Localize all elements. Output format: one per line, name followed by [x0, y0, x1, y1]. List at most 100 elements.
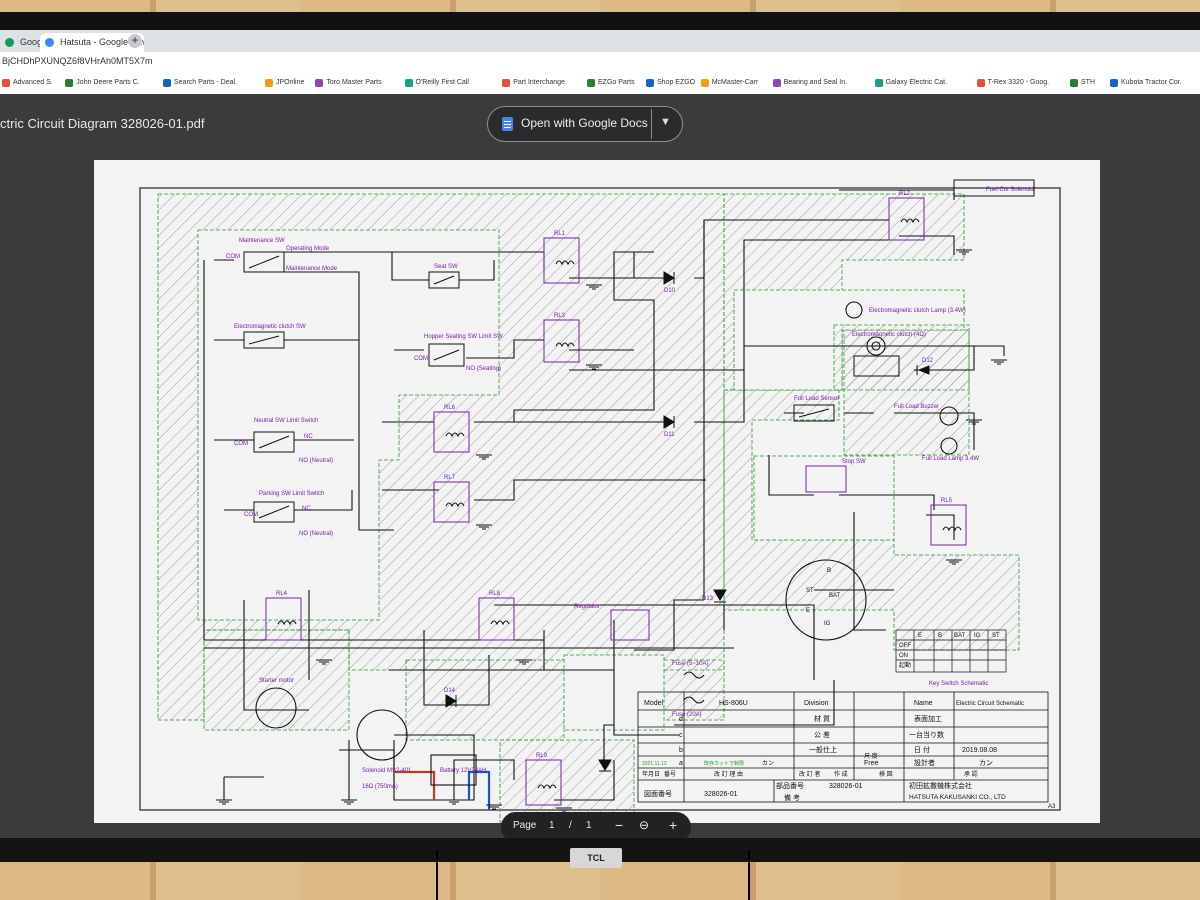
bookmark-icon: [1110, 79, 1118, 87]
full-load-buzzer: [939, 406, 959, 426]
diodes: [445, 271, 930, 772]
bookmark-item[interactable]: Shop EZGO: [646, 79, 695, 87]
page-current[interactable]: 1: [549, 820, 555, 831]
tb-col-scale: 尺 度: [864, 752, 878, 760]
bookmark-item[interactable]: JPOnline: [265, 79, 305, 87]
label-full-load-buzzer: Full Load Buzzer: [894, 404, 939, 410]
tb-date-label: 日 付: [914, 745, 930, 754]
tv-brand-logo: TCL: [570, 848, 622, 868]
key-row-off: OFF: [899, 643, 911, 649]
label-rl6: RL6: [444, 405, 456, 411]
bookmark-item[interactable]: McMaster-Carr: [700, 79, 758, 87]
bookmark-icon: [315, 79, 324, 87]
em-clutch-box: [853, 355, 900, 377]
schematic-labels: Maintenance SW Operating Mode Maintenanc…: [226, 187, 1056, 810]
bookmark-item[interactable]: Part Interchange: [502, 79, 565, 87]
bookmark-item[interactable]: Bearing and Seal In.: [772, 79, 847, 87]
label-st: ST: [806, 588, 814, 594]
label-b: B: [827, 568, 831, 574]
grounds: [216, 249, 1007, 813]
bookmark-label: Galaxy Electric Cat.: [885, 79, 948, 86]
bookmark-item[interactable]: John Deere Parts C.: [65, 79, 140, 87]
bookmark-item[interactable]: Advanced S.: [2, 79, 53, 87]
tb-company-jp: 初田拡撒機株式会社: [909, 781, 972, 790]
open-with-label: Open with Google Docs: [521, 116, 648, 130]
label-sheet-size: A3: [1048, 804, 1056, 810]
tb-division-label: Division: [804, 700, 829, 707]
label-d12: D12: [922, 358, 934, 364]
tb-col-made: 作 成: [834, 770, 848, 778]
label-regulator: Regulator: [574, 604, 600, 610]
key-switch-table: [895, 629, 1007, 673]
label-nc: NC: [302, 506, 311, 512]
bookmark-label: JPOnline: [276, 79, 305, 86]
tb-company-en: HATSUTA KAKUSANKI CO., LTD: [909, 794, 1006, 801]
zoom-reset-icon[interactable]: ⊖: [639, 818, 650, 832]
new-tab-button[interactable]: +: [128, 34, 142, 48]
cable: [436, 850, 438, 900]
bookmark-item[interactable]: Kubota Tractor Cor.: [1110, 79, 1182, 87]
parking-switch: [253, 501, 295, 523]
tb-rev-a: a: [679, 760, 683, 767]
label-fuse-1: Fuse (5~10A): [672, 661, 709, 667]
page-separator: /: [569, 820, 572, 831]
label-e: E: [806, 608, 810, 614]
bookmark-item[interactable]: EZGo Parts: [587, 79, 635, 87]
zoom-in-icon[interactable]: +: [669, 817, 678, 833]
divider: [651, 109, 652, 139]
switches: [243, 179, 1035, 523]
label-starter: Starter motor: [259, 678, 294, 684]
relay-rl7: [433, 481, 470, 523]
label-rl2: RL2: [899, 191, 911, 197]
label-com: COM: [244, 512, 258, 518]
address-bar[interactable]: BjCHDhPXUNQZ6f8VHrAh0MT5X7m: [0, 52, 1200, 75]
tb-drawing-no: 328026-01: [704, 791, 738, 798]
label-d14: D14: [444, 688, 456, 694]
tb-drawing-no-label: 図面番号: [644, 790, 672, 798]
page-total: 1: [586, 820, 592, 831]
tb-designer: カン: [979, 759, 993, 767]
label-seat-sw: Seat SW: [434, 264, 458, 270]
bookmark-item[interactable]: Search Parts - Deal.: [163, 79, 237, 87]
bookmark-item[interactable]: T-Rex 3320 - Goog.: [976, 79, 1049, 87]
relay-rl5: [930, 504, 967, 546]
label-em-clutch: Electromagnetic clutch (4Ω): [852, 332, 926, 338]
label-solenoid: Solenoid MS2-401: [362, 768, 412, 774]
label-full-load-lamp: Full Load Lamp 3.4W: [922, 456, 979, 462]
label-rl8: RL8: [489, 591, 501, 597]
relay-rl1: [543, 237, 580, 284]
tb-model-label: Model: [644, 700, 664, 707]
neutral-switch: [253, 431, 295, 453]
relay-rl6: [433, 411, 470, 453]
tab-label: Google Sheets: [20, 37, 56, 47]
label-battery: Battery 12V24AH: [440, 768, 486, 774]
fuse-2: [683, 696, 705, 704]
label-parking-sw: Parking SW Limit Switch: [259, 491, 324, 497]
diode-d15: [598, 759, 612, 771]
sheets-icon: [5, 38, 14, 47]
drive-icon: [45, 38, 54, 47]
tb-material: 材 質: [814, 714, 830, 723]
full-load-lamp: [940, 437, 958, 455]
zoom-out-icon[interactable]: −: [615, 817, 624, 833]
bookmark-item[interactable]: Toro Master Parts: [315, 79, 382, 87]
bookmark-label: Advanced S.: [13, 79, 53, 86]
tb-col-date: 年月日: [642, 770, 660, 778]
relay-rl2: [888, 197, 925, 241]
em-clutch-switch: [243, 331, 285, 349]
tb-surface: 表面加工: [914, 714, 942, 723]
bookmark-label: Part Interchange: [513, 79, 565, 86]
bookmark-item[interactable]: Galaxy Electric Cat.: [874, 79, 948, 87]
chevron-down-icon[interactable]: ▼: [660, 116, 671, 128]
circuit-schematic: Maintenance SW Operating Mode Maintenanc…: [139, 179, 1061, 823]
label-rl3: RL3: [554, 313, 566, 319]
bookmark-item[interactable]: STH: [1070, 79, 1095, 87]
tb-rev-c: c: [679, 732, 683, 739]
label-em-clutch-lamp: Electromagnetic clutch Lamp (3.4W): [869, 308, 966, 314]
label-d10: D10: [664, 288, 676, 294]
label-no-seating: NO (Seating): [466, 366, 501, 372]
open-with-docs-button[interactable]: Open with Google Docs ▼: [487, 106, 683, 142]
label-rl9: RL9: [536, 753, 548, 759]
label-com: COM: [234, 441, 248, 447]
bookmark-item[interactable]: O'Reilly First Call: [404, 79, 469, 87]
